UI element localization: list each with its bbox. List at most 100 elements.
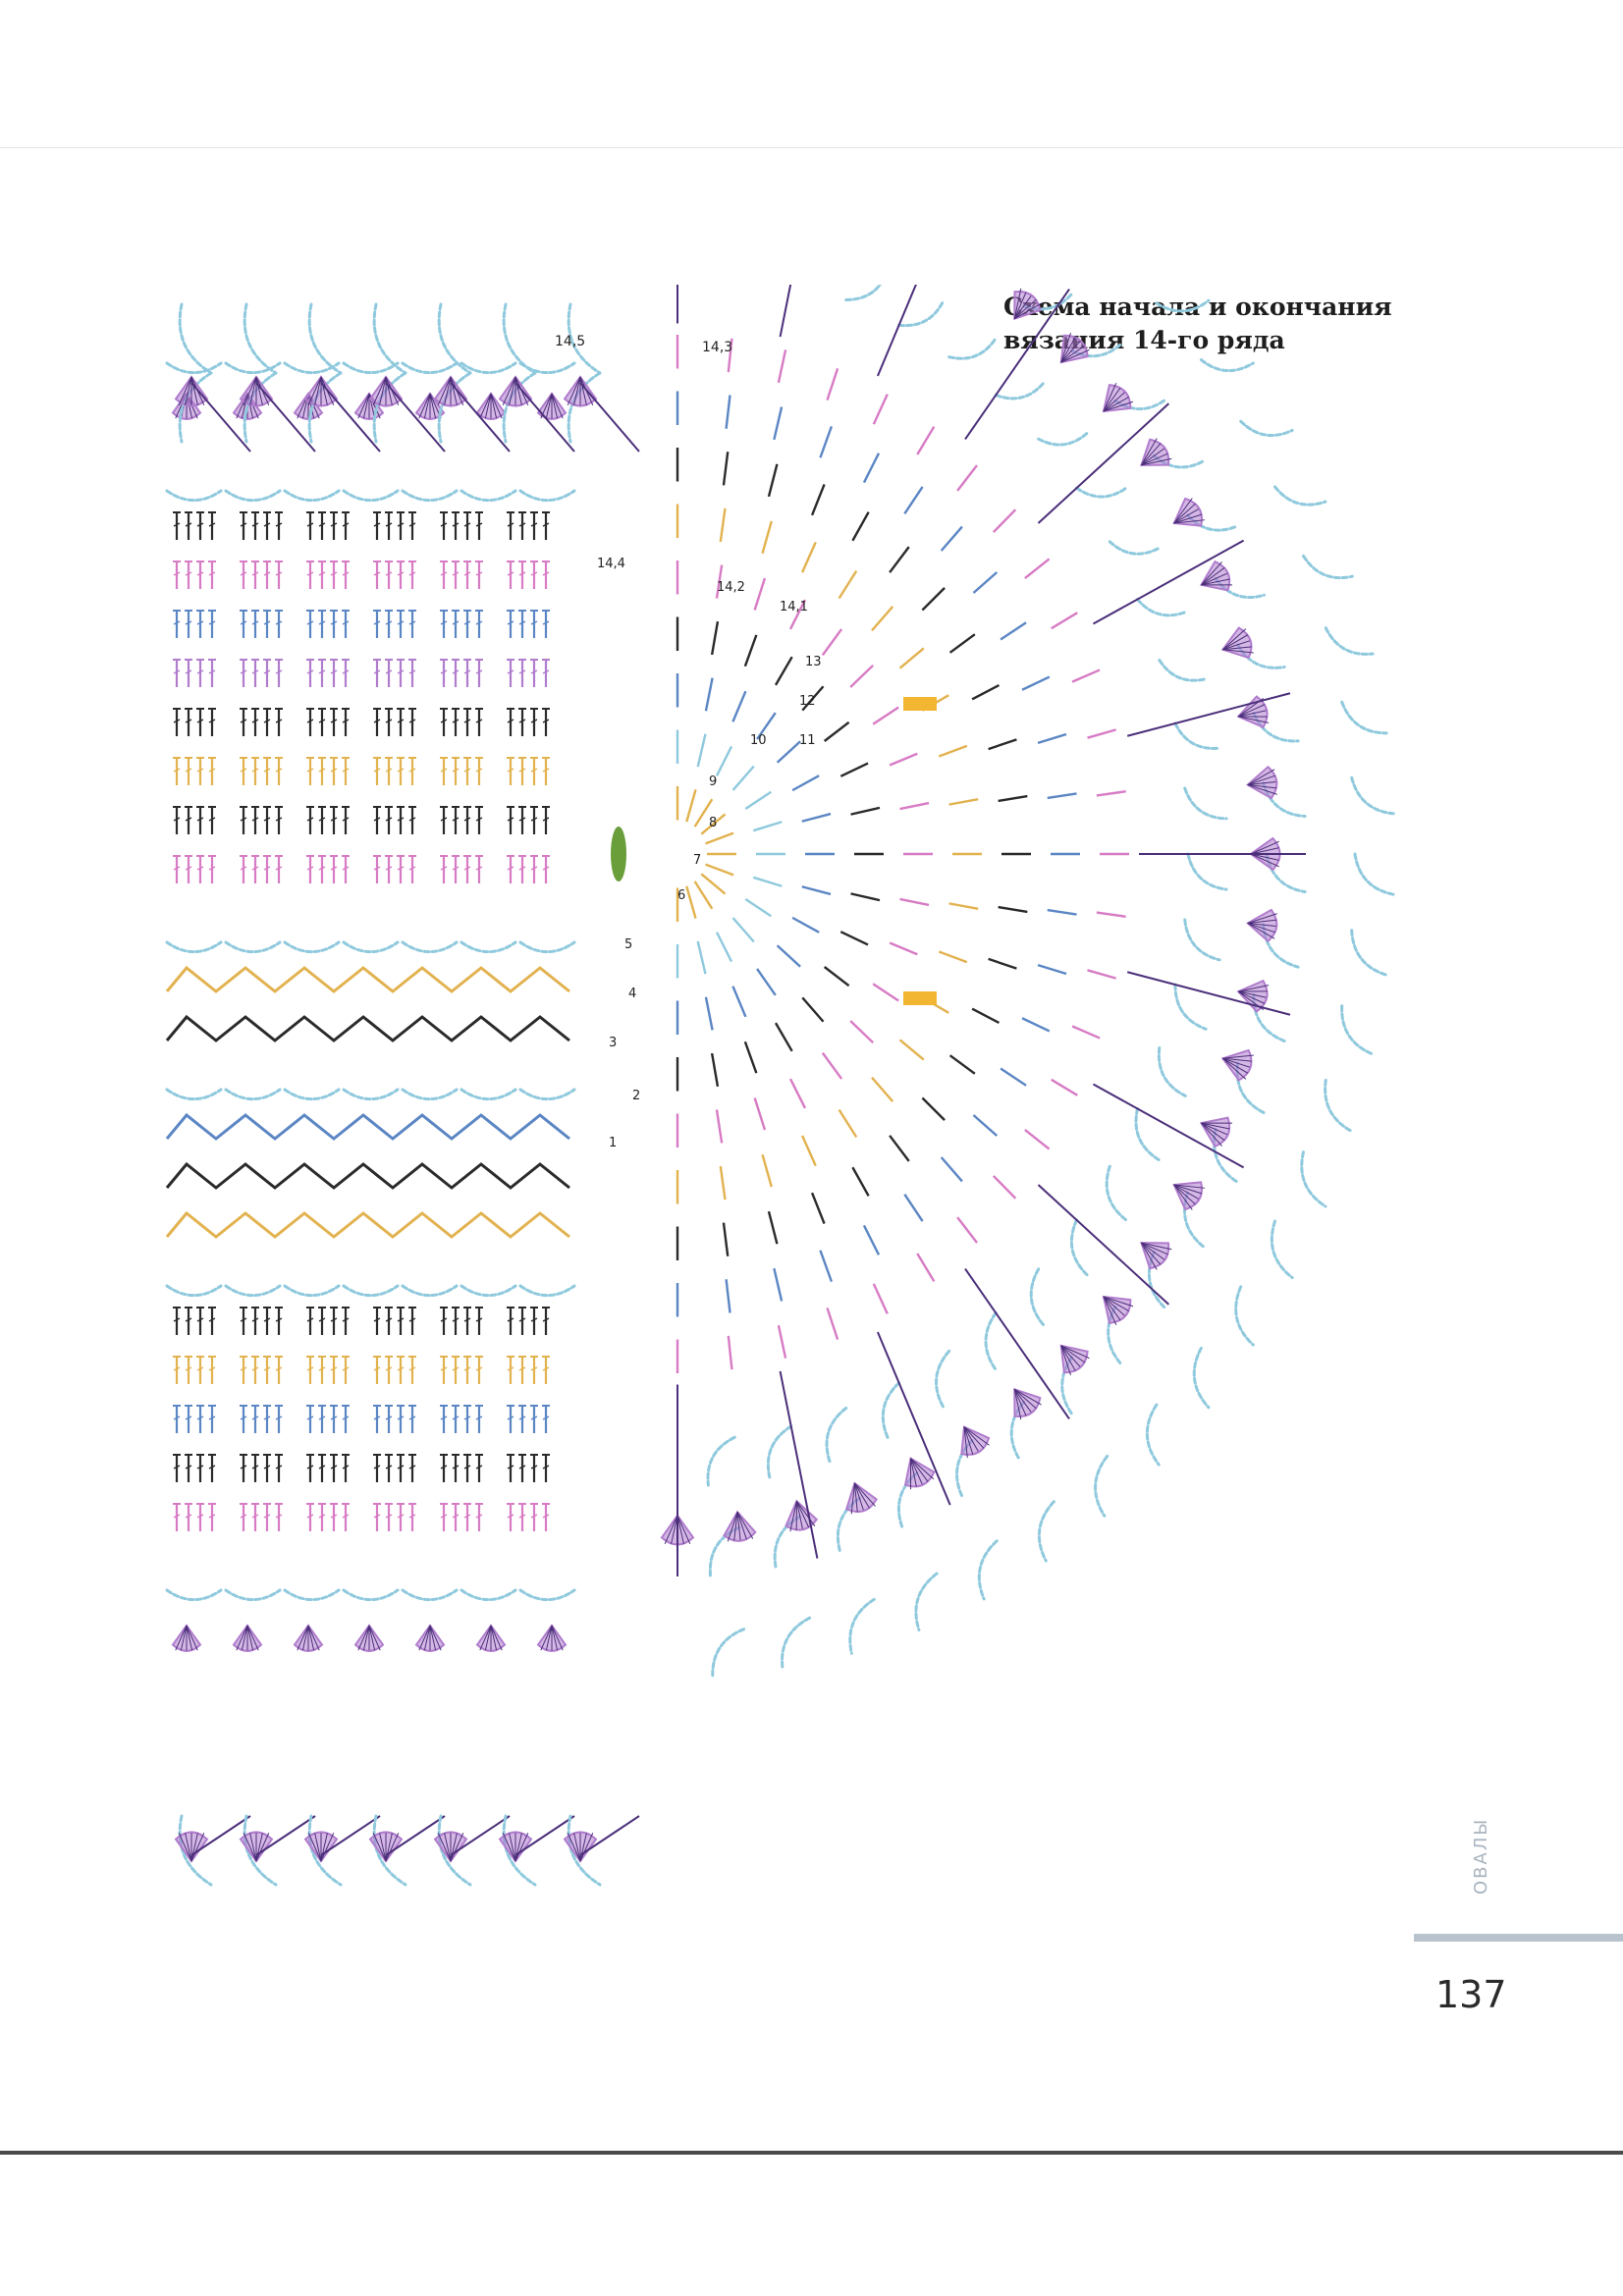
stitch-mark	[208, 1317, 216, 1322]
stitch-mark	[196, 1514, 204, 1519]
stitch-mark	[251, 571, 259, 576]
radial-stitch	[1021, 675, 1051, 691]
stitch-mark	[306, 1366, 314, 1371]
stitch-mark	[208, 571, 216, 576]
radial-stitch	[1071, 1025, 1101, 1040]
stitch-mark	[240, 768, 247, 773]
radial-stitch	[776, 740, 801, 764]
stitch-mark	[475, 571, 483, 576]
row-number-label: 6	[677, 888, 685, 903]
fan-stroke	[385, 382, 446, 453]
row-number-label: 4	[628, 987, 636, 1001]
fan-shell-icon	[1059, 332, 1090, 364]
stitch-mark	[173, 1317, 181, 1322]
fan-shell-icon	[174, 1831, 209, 1863]
fan-stroke	[255, 1815, 316, 1856]
stitch-mark	[306, 571, 314, 576]
radial-stitch	[801, 996, 825, 1023]
fan-stroke	[450, 382, 511, 453]
fan-shell-icon	[1172, 497, 1206, 527]
fan-shell-icon	[1013, 1387, 1042, 1420]
stitch-mark	[196, 719, 204, 723]
radial-stitch	[1000, 1067, 1027, 1087]
stitch-mark	[452, 1415, 460, 1420]
stitch-mark	[397, 620, 405, 625]
radial-stitch	[940, 525, 963, 552]
radial-stitch	[898, 1039, 925, 1061]
radial-stitch	[773, 1267, 784, 1302]
chain-arch-icon	[224, 1588, 282, 1602]
stitch-mark	[251, 1465, 259, 1469]
stitch-mark	[306, 866, 314, 871]
stitch-mark	[530, 1514, 538, 1519]
radial-stitch	[725, 1279, 731, 1313]
stitch-mark	[385, 669, 393, 674]
stitch-mark	[208, 866, 216, 871]
stitch-mark	[530, 620, 538, 625]
chain-arch-icon	[1186, 852, 1228, 891]
radial-stitch	[1000, 621, 1027, 641]
fan-spoke	[877, 1331, 951, 1506]
radial-stitch	[774, 656, 793, 686]
radial-stitch	[972, 571, 999, 594]
radial-stitch	[744, 790, 772, 810]
radial-stitch	[710, 620, 720, 656]
stitch-mark	[397, 817, 405, 822]
fan-shell-icon	[950, 285, 993, 289]
stitch-mark	[330, 669, 338, 674]
stitch-mark	[185, 1465, 192, 1469]
fan-stroke	[579, 382, 640, 453]
stitch-mark	[185, 571, 192, 576]
radial-stitch	[744, 898, 772, 918]
chain-arch-icon	[437, 1814, 472, 1887]
stitch-mark	[440, 571, 448, 576]
stitch-mark	[385, 719, 393, 723]
row-number-label: 10	[750, 733, 767, 748]
stitch-mark	[330, 719, 338, 723]
stitch-mark	[385, 1465, 393, 1469]
stitch-mark	[251, 719, 259, 723]
stitch-mark	[275, 817, 283, 822]
radial-stitch	[801, 885, 832, 896]
stitch-mark	[373, 1465, 381, 1469]
stitch-mark	[507, 1317, 514, 1322]
chain-arch-icon	[848, 1597, 876, 1655]
stitch-mark	[385, 1317, 393, 1322]
radial-stitch	[731, 917, 755, 943]
stitch-mark	[542, 866, 550, 871]
stitch-mark	[240, 571, 247, 576]
radial-stitch	[871, 1076, 894, 1102]
stitch-mark	[275, 571, 283, 576]
chain-arch-icon	[502, 1814, 537, 1887]
stitch-mark	[463, 1514, 471, 1519]
radial-stitch	[1037, 963, 1067, 976]
chain-arch-icon	[401, 489, 459, 503]
stitch-mark	[518, 1317, 526, 1322]
chain-arch-icon	[460, 1284, 517, 1298]
chain-arch-icon	[518, 1284, 576, 1298]
stitch-mark	[251, 866, 259, 871]
chain-arch-icon	[1350, 929, 1388, 977]
stitch-mark	[185, 1317, 192, 1322]
stitch-mark	[385, 620, 393, 625]
stitch-mark	[173, 571, 181, 576]
stitch-mark	[275, 866, 283, 871]
stitch-mark	[173, 1465, 181, 1469]
radial-stitch	[998, 794, 1028, 803]
chain-arch-icon	[1300, 1150, 1327, 1208]
row-number-label: 14,2	[717, 580, 745, 595]
row-number-label: 1	[609, 1136, 617, 1150]
fan-shell-icon	[1236, 695, 1270, 729]
stitch-mark	[342, 571, 350, 576]
chain-arch-icon	[1340, 700, 1388, 735]
stitch-mark	[397, 1415, 405, 1420]
stitch-mark	[330, 1415, 338, 1420]
stitch-mark	[208, 620, 216, 625]
stitch-mark	[275, 1317, 283, 1322]
stitch-mark	[342, 866, 350, 871]
chain-arch-icon	[1273, 485, 1327, 507]
stitch-mark	[463, 719, 471, 723]
stitch-mark	[408, 571, 416, 576]
stitch-mark	[318, 719, 326, 723]
stitch-mark	[530, 522, 538, 527]
